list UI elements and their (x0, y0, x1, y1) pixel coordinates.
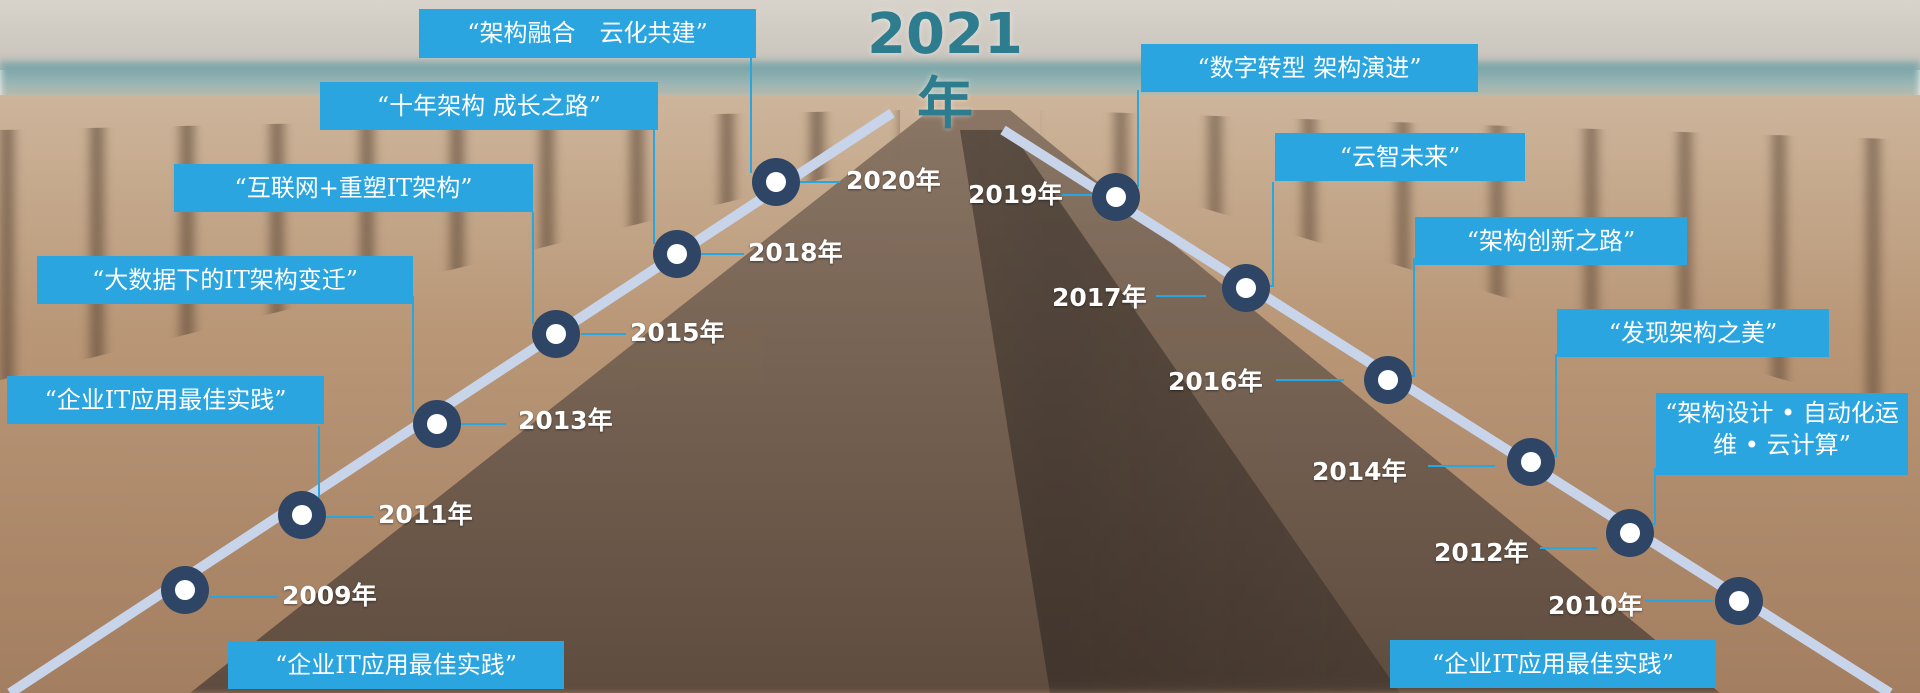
node-2013 (413, 400, 461, 448)
year-label-2014: 2014年 (1312, 457, 1407, 486)
milestone-box-2009: “企业IT应用最佳实践” (228, 641, 564, 689)
node-2019 (1092, 173, 1140, 221)
node-2018 (653, 230, 701, 278)
node-2015 (532, 310, 580, 358)
node-2011 (278, 491, 326, 539)
node-2012 (1606, 509, 1654, 557)
milestone-box-2019: “数字转型 架构演进” (1141, 44, 1478, 92)
left-timeline-track (7, 108, 895, 693)
node-2009 (161, 566, 209, 614)
sky-band (0, 0, 1920, 70)
milestone-box-2015: “互联网+重塑IT架构” (174, 164, 533, 212)
milestone-box-2013: “大数据下的IT架构变迁” (37, 256, 413, 304)
milestone-box-2011: “企业IT应用最佳实践” (7, 376, 324, 424)
milestone-box-2017: “云智未来” (1275, 133, 1525, 181)
year-label-2009: 2009年 (282, 581, 377, 610)
year-label-2013: 2013年 (518, 406, 613, 435)
milestone-box-2012: “架构设计 • 自动化运维 • 云计算” (1656, 393, 1908, 475)
callout-2019 (1118, 90, 1139, 187)
milestone-box-2014: “发现架构之美” (1557, 309, 1829, 357)
year-label-2016: 2016年 (1168, 367, 1263, 396)
milestone-box-2020: “架构融合 云化共建” (419, 9, 756, 58)
node-2010 (1715, 577, 1763, 625)
node-2014 (1507, 438, 1555, 486)
year-label-2015: 2015年 (630, 318, 725, 347)
year-label-2017: 2017年 (1052, 283, 1147, 312)
year-label-2018: 2018年 (748, 238, 843, 267)
left-nodes (161, 158, 800, 614)
year-label-2011: 2011年 (378, 500, 473, 529)
year-label-2012: 2012年 (1434, 538, 1529, 567)
node-2017 (1222, 264, 1270, 312)
milestone-box-2018: “十年架构 成长之路” (320, 82, 658, 130)
year-label-2010: 2010年 (1548, 591, 1643, 620)
milestone-box-2010: “企业IT应用最佳实践” (1390, 640, 1716, 688)
year-label-2019: 2019年 (968, 180, 1063, 209)
node-2020 (752, 158, 800, 206)
milestone-box-2016: “架构创新之路” (1415, 217, 1687, 265)
node-2016 (1364, 356, 1412, 404)
page-title: 2021年 (867, 2, 1023, 137)
left-connectors (210, 56, 840, 598)
right-nodes (1092, 173, 1763, 625)
year-label-2020: 2020年 (846, 166, 941, 195)
